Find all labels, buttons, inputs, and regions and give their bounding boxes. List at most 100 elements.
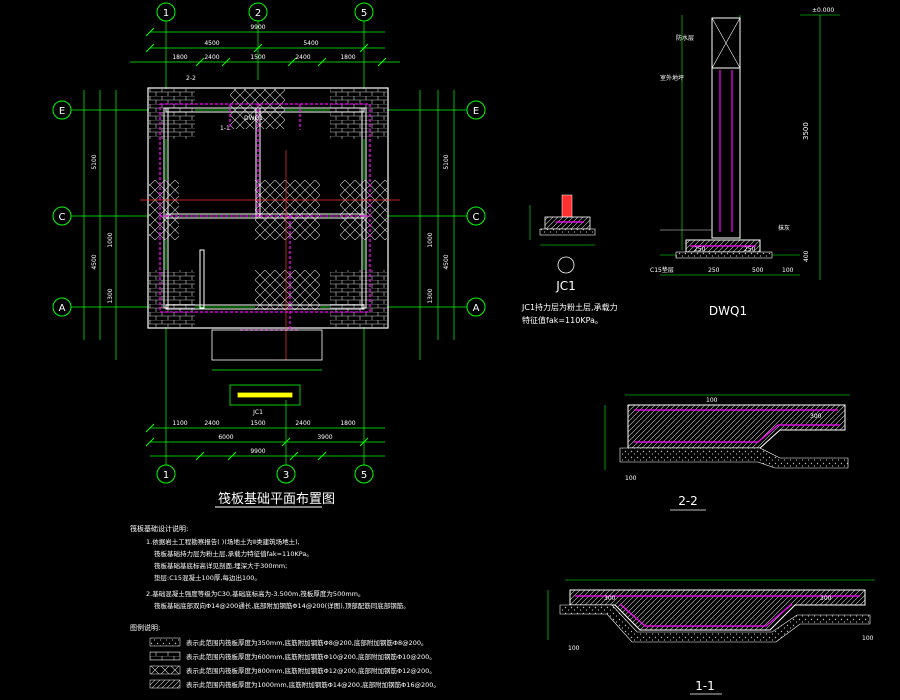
legend-swatch-3 [149, 665, 181, 675]
legend-text-1: 表示此范围内筏板厚度为350mm,底筋附加钢筋Φ8@200,底部附加钢筋Φ8@2… [186, 638, 428, 647]
axis-bubble-top-5: 5 [354, 2, 374, 22]
dim-bottom-6: 2400 [295, 420, 310, 427]
dwq1-dim-side: 400 [803, 250, 810, 262]
s22-dim-2: 300 [810, 413, 822, 420]
dwq1-dim-base-1: 250 [694, 246, 706, 253]
dwq1-dim-base-5: 100 [782, 267, 794, 274]
jc1-detail: JC1 JC1持力层为粉土层,承载力 特征值fak=110KPa。 [521, 194, 618, 325]
s11-dim-2: 300 [820, 595, 832, 602]
design-notes: 筏板基础设计说明: 1.依据岩土工程勘察报告( )(场地土为Ⅱ类建筑场地土), … [130, 524, 440, 689]
dwq1-elev-top: ±0.000 [812, 7, 834, 14]
s11-dim-3: 100 [568, 645, 580, 652]
dwq1-dim-base-2: 250 [744, 246, 756, 253]
axis-bubble-right-E: E [466, 100, 486, 120]
s22-dim-3: 100 [625, 475, 637, 482]
svg-text:C: C [59, 212, 66, 223]
section-1-1: 300 300 100 100 1-1 [547, 579, 875, 695]
dim-top-4: 2400 [204, 54, 219, 61]
grid-lines [71, 21, 467, 465]
label-jc1: JC1 [252, 409, 263, 416]
notes-line-2: 筏板基础持力层为粉土层,承载力特征值fak=110KPa。 [154, 549, 313, 558]
plan-title: 筏板基础平面布置图 [218, 491, 335, 507]
dim-right-3: 1000 [427, 232, 434, 247]
dim-right-4: 1300 [427, 288, 434, 303]
section-2-2: 100 300 100 2-2 [604, 394, 850, 511]
dim-bottom-total: 9900 [250, 448, 265, 455]
dim-top-total: 9900 [250, 24, 265, 31]
dim-top-7: 1800 [340, 54, 355, 61]
legend-swatch-4 [149, 679, 181, 689]
s11-dim-4: 100 [862, 635, 874, 642]
label-1-1: 1-1 [220, 125, 230, 132]
axis-bubble-bottom-1: 1 [156, 464, 176, 484]
dim-top-1: 4500 [204, 40, 219, 47]
dim-left-2: 4500 [91, 254, 98, 269]
axis-bubble-right-A: A [466, 297, 486, 317]
svg-text:5: 5 [361, 8, 367, 19]
dim-top-5: 1500 [250, 54, 265, 61]
dim-right-1: 5100 [443, 154, 450, 169]
svg-text:A: A [59, 303, 66, 314]
dim-bottom-5: 1500 [250, 420, 265, 427]
rebar-lines [159, 103, 371, 331]
dwq1-detail: ±0.000 3500 250 250 250 500 100 400 C15垫… [650, 7, 840, 318]
dim-right-2: 4500 [443, 254, 450, 269]
dwq1-label-plaster: 抹灰 [778, 224, 790, 232]
legend-heading: 图例说明: [130, 623, 160, 632]
entrance-steps [211, 329, 323, 406]
dim-top-6: 2400 [295, 54, 310, 61]
legend-swatch-2 [149, 651, 181, 661]
raft-outline [147, 87, 389, 329]
dwq1-height: 3500 [802, 122, 810, 140]
notes-line-6: 筏板基础底部双向Φ14@200通长,底部附加钢筋Φ14@200(详图),顶部配筋… [154, 601, 410, 610]
dwq1-dim-base-4: 500 [752, 267, 764, 274]
dim-bottom-7: 1800 [340, 420, 355, 427]
legend-text-3: 表示此范围内筏板厚度为800mm,底筋附加钢筋Φ12@200,底部附加钢筋Φ12… [186, 666, 436, 675]
dwq1-c15-label: C15垫层 [650, 266, 674, 274]
legend-swatch-1 [149, 637, 181, 647]
dwq1-dim-base-3: 250 [708, 267, 720, 274]
label-dwq1: DWQ1 [244, 115, 263, 122]
dim-bottom-3: 1100 [172, 420, 187, 427]
s11-dim-1: 300 [604, 595, 616, 602]
axis-bubble-bottom-3: 3 [276, 464, 296, 484]
svg-text:2: 2 [255, 8, 261, 19]
foundation-plan: 1 2 5 1 3 5 E C [52, 2, 486, 508]
raft-zones [149, 89, 387, 327]
section-2-2-title: 2-2 [678, 494, 698, 508]
svg-text:E: E [473, 106, 479, 117]
dwq1-label-waterproof: 防水层 [676, 34, 694, 42]
notes-line-5: 2.基础混凝土强度等级为C30,基础底标高为-3.500m,筏板厚度为500mm… [146, 589, 365, 598]
axis-bubble-right-C: C [466, 206, 486, 226]
notes-heading: 筏板基础设计说明: [130, 524, 188, 533]
jc1-note-line2: 特征值fak=110KPa。 [522, 315, 603, 325]
dwq1-title: DWQ1 [709, 304, 747, 318]
svg-text:1: 1 [163, 8, 169, 19]
notes-line-1: 1.依据岩土工程勘察报告( )(场地土为Ⅱ类建筑场地土), [146, 537, 300, 546]
dim-left-3: 1000 [107, 232, 114, 247]
jc1-note-line1: JC1持力层为粉土层,承载力 [521, 302, 618, 312]
dim-left-1: 5100 [91, 154, 98, 169]
section-1-1-title: 1-1 [695, 679, 715, 693]
axis-bubble-top-2: 2 [248, 2, 268, 22]
dim-bottom-4: 2400 [204, 420, 219, 427]
legend-text-4: 表示此范围内筏板厚度为1000mm,底筋附加钢筋Φ14@200,底部附加钢筋Φ1… [186, 680, 440, 689]
red-centerlines [140, 150, 400, 360]
svg-text:A: A [473, 303, 480, 314]
svg-text:1: 1 [163, 470, 169, 481]
label-2-2: 2-2 [186, 75, 196, 82]
s22-dim-1: 100 [706, 397, 718, 404]
svg-text:E: E [59, 106, 65, 117]
dim-top-3: 1800 [172, 54, 187, 61]
svg-text:5: 5 [361, 470, 367, 481]
dim-top-2: 5400 [303, 40, 318, 47]
dim-left-4: 1300 [107, 288, 114, 303]
axis-bubble-left-C: C [52, 206, 72, 226]
dim-bottom-2: 3900 [317, 434, 332, 441]
axis-bubble-left-A: A [52, 297, 72, 317]
svg-text:C: C [473, 212, 480, 223]
axis-bubble-bottom-5: 5 [354, 464, 374, 484]
jc1-title: JC1 [555, 279, 576, 293]
svg-text:3: 3 [283, 470, 289, 481]
